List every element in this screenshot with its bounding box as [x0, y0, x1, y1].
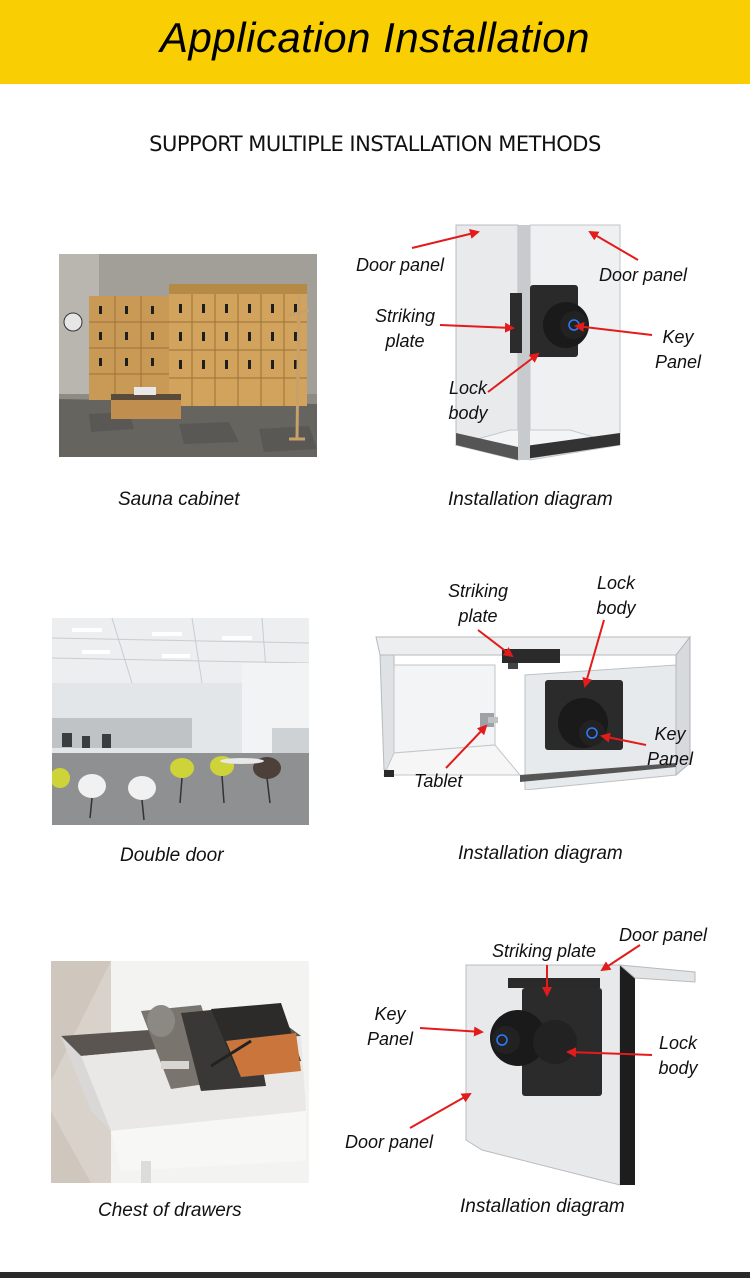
label-striking-plate-2-line2: plate: [458, 606, 498, 626]
label-striking-plate-2: Striking plate: [443, 579, 513, 629]
label-lock-body-2-line2: body: [596, 598, 636, 618]
label-striking-plate-3: Striking plate: [492, 941, 597, 961]
label-lock-body-3: Lock body: [648, 1031, 708, 1081]
label-door-panel-right: Door panel: [599, 265, 688, 285]
label-key-panel: Key Panel: [648, 325, 708, 375]
label-striking-plate-line1: Striking: [374, 306, 436, 326]
double-door-office-photo: [52, 618, 309, 825]
label-key-panel-line2: Panel: [654, 352, 702, 372]
label-key-panel-line1: Key: [662, 327, 694, 347]
double-door-installation-diagram: [370, 625, 700, 790]
label-striking-plate: Striking plate: [370, 304, 440, 354]
caption-installation-diagram-3: Installation diagram: [460, 1196, 625, 1217]
caption-double-door: Double door: [120, 845, 224, 866]
chest-installation-diagram: [460, 960, 700, 1190]
caption-chest-of-drawers: Chest of drawers: [98, 1200, 242, 1221]
caption-installation-diagram-2: Installation diagram: [458, 843, 623, 864]
label-lock-body-2-line1: Lock: [596, 573, 636, 593]
label-lock-body-line1: Lock: [448, 378, 488, 398]
chest-of-drawers-photo: [51, 961, 309, 1183]
header-banner: Application Installation: [0, 0, 750, 84]
sauna-installation-diagram: [440, 215, 650, 465]
label-door-panel-top: Door panel: [619, 925, 708, 945]
label-key-panel-2-line2: Panel: [646, 749, 694, 769]
label-key-panel-2-line1: Key: [654, 724, 686, 744]
label-lock-body-3-line1: Lock: [658, 1033, 698, 1053]
label-door-panel-bottom: Door panel: [345, 1132, 434, 1152]
label-door-panel-left: Door panel: [356, 255, 445, 275]
label-key-panel-3: Key Panel: [360, 1002, 420, 1052]
label-striking-plate-line2: plate: [385, 331, 425, 351]
label-lock-body: Lock body: [438, 376, 498, 426]
page-title: Application Installation: [160, 14, 590, 61]
label-striking-plate-2-line1: Striking: [447, 581, 509, 601]
page-subtitle: SUPPORT MULTIPLE INSTALLATION METHODS: [149, 132, 601, 156]
label-tablet: Tablet: [414, 771, 463, 791]
label-lock-body-line2: body: [448, 403, 488, 423]
footer-bar: [0, 1272, 750, 1278]
sauna-cabinet-photo: [59, 254, 317, 457]
label-lock-body-3-line2: body: [658, 1058, 698, 1078]
label-key-panel-2: Key Panel: [640, 722, 700, 772]
caption-sauna-cabinet: Sauna cabinet: [118, 489, 240, 510]
label-key-panel-3-line2: Panel: [366, 1029, 414, 1049]
label-key-panel-3-line1: Key: [374, 1004, 406, 1024]
caption-installation-diagram-1: Installation diagram: [448, 489, 613, 510]
label-lock-body-2: Lock body: [586, 571, 646, 621]
